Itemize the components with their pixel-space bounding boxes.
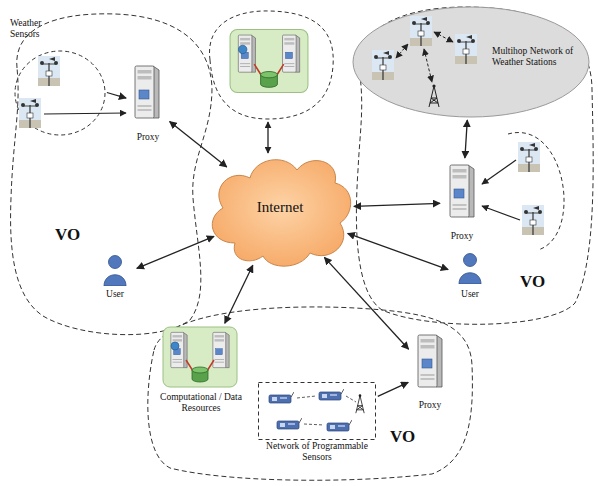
- bottom-proxy-icon: [418, 335, 442, 387]
- illustration-part: [19, 98, 41, 128]
- vo-region: VOComputational / Data ResourcesNetwork …: [140, 300, 475, 482]
- illustration-part: [356, 394, 364, 413]
- link-arrow: [465, 120, 467, 158]
- proxy-server: Proxy: [410, 330, 450, 415]
- right-proxy-icon: [450, 165, 474, 217]
- station-network: Multihop Network of Weather Stations: [352, 6, 590, 118]
- illustration-part: [277, 418, 302, 429]
- dashed-region: [148, 307, 473, 480]
- left-weather-sensors: [19, 56, 126, 128]
- node-label: User: [85, 289, 145, 300]
- illustration-part: [297, 396, 316, 398]
- node-label: VO: [390, 428, 430, 445]
- illustration-part: [522, 205, 544, 235]
- right-weather-sensors: [482, 133, 564, 250]
- node-label: Computational / Data Resources: [150, 392, 252, 413]
- illustration-part: [518, 142, 540, 172]
- multihop-stations: [372, 16, 477, 107]
- illustration-part: [410, 16, 432, 46]
- link-arrow: [225, 265, 253, 323]
- dashed-region: [11, 14, 212, 335]
- link-arrow: [137, 236, 214, 268]
- vo-region: VO Multihop Network of Weather StationsPr…: [330, 5, 595, 330]
- illustration-part: [429, 84, 439, 107]
- illustration-part: [372, 50, 394, 80]
- node-label: Proxy: [118, 132, 178, 143]
- illustration-part: [508, 133, 564, 250]
- illustration-part: [418, 335, 442, 387]
- dashed-ellipse: [15, 51, 105, 135]
- node-label: VO: [520, 273, 560, 290]
- illustration-part: [346, 396, 356, 402]
- node-label: Proxy: [400, 400, 460, 411]
- link-arrow: [324, 257, 408, 349]
- link-arrow: [170, 122, 227, 167]
- internet-cloud: Internet: [205, 148, 355, 270]
- illustration-part: [304, 424, 324, 425]
- dashed-rect: [259, 383, 376, 440]
- sensor-network: Network of Programmable Sensors: [258, 382, 376, 466]
- node-label: Weather Sensors: [10, 18, 60, 39]
- illustration-part: [434, 32, 453, 42]
- sensor-group: Weather Sensors: [10, 18, 105, 138]
- node-label: Internet: [205, 198, 355, 216]
- illustration-part: [209, 11, 333, 119]
- left-proxy-icon: [135, 66, 159, 118]
- illustration-part: [459, 254, 481, 285]
- illustration-part: [44, 113, 126, 114]
- node-label: Multihop Network of Weather Stations: [492, 46, 582, 67]
- illustration-part: [424, 49, 432, 82]
- left-user-icon: [104, 256, 126, 287]
- node-label: Proxy: [432, 231, 492, 242]
- right-user-icon: [459, 254, 481, 285]
- link-arrow: [348, 233, 448, 269]
- illustration-part: [455, 34, 477, 64]
- illustration-part: [38, 56, 60, 86]
- data-center-group: [209, 11, 333, 153]
- user-icon: User: [450, 250, 490, 305]
- illustration-part: [230, 29, 308, 92]
- link-arrow: [107, 93, 126, 99]
- node-outline: [5, 8, 220, 338]
- illustration-part: [450, 165, 474, 217]
- node-label: VO: [55, 226, 95, 243]
- illustration-part: [319, 389, 344, 400]
- illustration-part: [135, 66, 159, 118]
- user-icon: User: [95, 250, 135, 305]
- illustration-part: [104, 256, 126, 287]
- link-arrow: [354, 203, 440, 206]
- filled-ellipse: [353, 7, 589, 117]
- illustration-part: [482, 160, 516, 184]
- illustration-part: [327, 420, 352, 431]
- illustration-part: [163, 327, 237, 387]
- node-label: Network of Programmable Sensors: [254, 441, 380, 462]
- resource-cluster: Computational / Data Resources: [152, 325, 250, 420]
- programmable-motes: [269, 389, 364, 431]
- link-arrow: [378, 382, 408, 396]
- resource-cluster-icon: [163, 327, 237, 387]
- proxy-server: Proxy: [128, 62, 168, 147]
- node-label: User: [440, 289, 500, 300]
- proxy-server: Proxy: [442, 160, 482, 245]
- illustration-part: [482, 206, 520, 220]
- illustration-part: [396, 44, 408, 58]
- vo-region: VO Weather SensorsProxyUser: [5, 8, 220, 338]
- illustration-part: [267, 122, 268, 153]
- illustration-part: [269, 392, 294, 403]
